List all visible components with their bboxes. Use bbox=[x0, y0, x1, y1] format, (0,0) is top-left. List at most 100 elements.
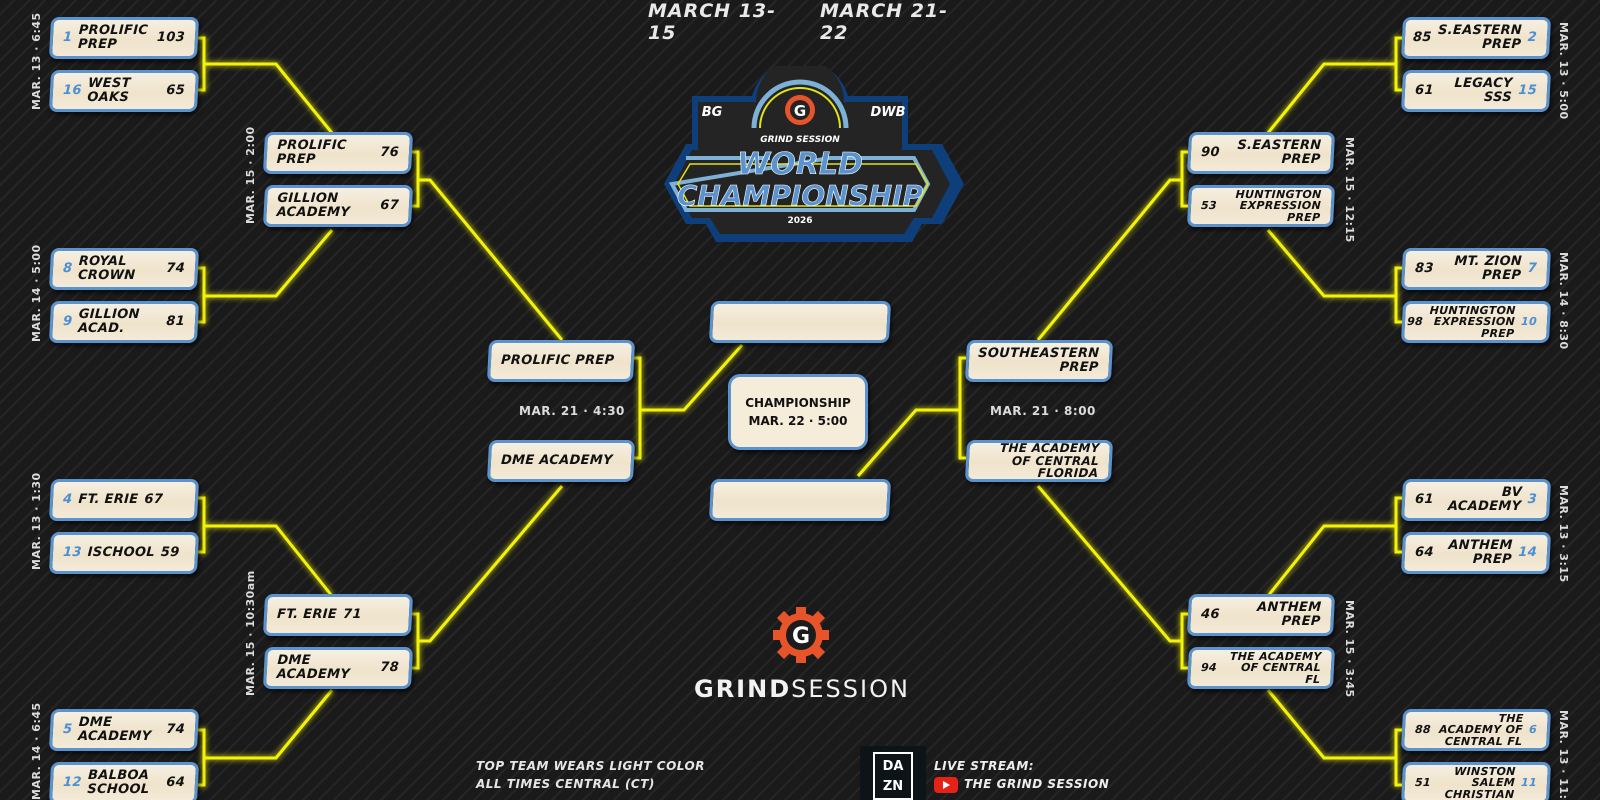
dazn-text-top: DA bbox=[882, 759, 904, 774]
svg-text:G: G bbox=[794, 102, 806, 120]
svg-text:GRIND SESSION: GRIND SESSION bbox=[760, 135, 840, 145]
score: 88 bbox=[1414, 723, 1432, 737]
dazn-text-bottom: ZN bbox=[882, 779, 904, 794]
team-slot[interactable]: 90 S.EASTERN PREP bbox=[1186, 132, 1336, 174]
team-slot[interactable]: 4 FT. ERIE 67 bbox=[48, 479, 200, 521]
championship-box: CHAMPIONSHIP MAR. 22 · 5:00 bbox=[728, 374, 868, 450]
score: 85 bbox=[1412, 30, 1433, 46]
wordmark-grind: GRIND bbox=[694, 675, 792, 703]
team-slot[interactable]: 13 ISCHOOL 59 bbox=[48, 532, 200, 574]
score: 64 bbox=[1414, 545, 1435, 561]
team-slot[interactable]: 98 HUNTINGTON EXPRESSION PREP 10 bbox=[1400, 301, 1552, 343]
team-slot[interactable]: 94 THE ACADEMY OF CENTRAL FL bbox=[1186, 647, 1336, 689]
score: 59 bbox=[160, 545, 180, 561]
team-slot[interactable]: 5 DME ACADEMY 74 bbox=[48, 709, 200, 751]
team-name: S.EASTERN PREP bbox=[1437, 23, 1523, 52]
score: 74 bbox=[165, 261, 186, 277]
team-name: DME ACADEMY bbox=[77, 715, 152, 744]
team-name: ANTHEM PREP bbox=[1256, 600, 1322, 629]
team-slot[interactable]: 64 ANTHEM PREP 14 bbox=[1400, 532, 1552, 574]
score: 71 bbox=[342, 607, 363, 623]
team-name: HUNTINGTON EXPRESSION PREP bbox=[1235, 187, 1322, 224]
seed: 12 bbox=[62, 775, 83, 791]
team-name: GILLION ACADEMY bbox=[276, 191, 351, 220]
team-slot[interactable]: 46 ANTHEM PREP bbox=[1186, 594, 1336, 636]
team-slot[interactable]: 16 WEST OAKS 65 bbox=[48, 70, 200, 112]
team-name: HUNTINGTON EXPRESSION PREP bbox=[1429, 303, 1517, 340]
dazn-logo[interactable]: DA ZN bbox=[860, 746, 926, 800]
grind-session-gear-icon: G bbox=[773, 607, 829, 663]
seed: 9 bbox=[62, 314, 73, 330]
team-slot[interactable]: PROLIFIC PREP bbox=[486, 340, 636, 382]
team-slot[interactable]: 61 BV ACADEMY 3 bbox=[1400, 479, 1552, 521]
game-time-label: MAR. 15 · 3:45 bbox=[1343, 600, 1356, 698]
team-name: DME ACADEMY bbox=[276, 653, 351, 682]
score: 51 bbox=[1414, 776, 1432, 790]
team-name: ROYAL CROWN bbox=[77, 254, 136, 283]
team-slot[interactable]: PROLIFIC PREP 76 bbox=[262, 132, 414, 174]
game-time-label: MAR. 14 · 6:45 bbox=[30, 702, 43, 800]
score: 64 bbox=[165, 775, 186, 791]
score: 67 bbox=[143, 492, 164, 508]
team-name: PROLIFIC PREP bbox=[276, 138, 348, 167]
team-slot[interactable]: GILLION ACADEMY 67 bbox=[262, 185, 414, 227]
team-slot[interactable]: DME ACADEMY 78 bbox=[262, 647, 414, 689]
team-slot[interactable]: 8 ROYAL CROWN 74 bbox=[48, 248, 200, 290]
team-slot[interactable]: FT. ERIE 71 bbox=[262, 594, 414, 636]
header-dates: MARCH 13-15 MARCH 21-22 bbox=[648, 0, 958, 44]
team-slot[interactable]: DME ACADEMY bbox=[486, 440, 636, 482]
grind-session-logo: G GRINDSESSION bbox=[694, 605, 908, 703]
seed: 16 bbox=[62, 83, 83, 99]
score: 98 bbox=[1406, 315, 1424, 329]
game-time-label: MAR. 15 · 10:30am bbox=[244, 570, 257, 696]
score: 78 bbox=[379, 660, 400, 676]
team-slot[interactable]: 61 LEGACY SSS 15 bbox=[1400, 70, 1552, 112]
team-slot[interactable]: THE ACADEMY OF CENTRAL FLORIDA bbox=[964, 440, 1114, 482]
game-time-label: MAR. 13 · 1:30 bbox=[30, 472, 43, 570]
game-time-label: MAR. 14 · 5:00 bbox=[30, 244, 43, 342]
seed: 3 bbox=[1527, 492, 1538, 508]
seed: 1 bbox=[62, 30, 73, 46]
svg-text:WORLD: WORLD bbox=[737, 147, 863, 182]
timezone-note: ALL TIMES CENTRAL (CT) bbox=[476, 777, 655, 791]
team-slot[interactable]: 88 THE ACADEMY OF CENTRAL FL 6 bbox=[1400, 709, 1552, 751]
dwb-tag: DWB bbox=[870, 105, 905, 120]
team-name: FT. ERIE bbox=[77, 492, 139, 508]
youtube-link[interactable]: THE GRIND SESSION bbox=[934, 775, 1109, 793]
footnotes: TOP TEAM WEARS LIGHT COLOR ALL TIMES CEN… bbox=[476, 757, 705, 793]
finalist-slot-bottom[interactable] bbox=[708, 479, 892, 521]
score: 61 bbox=[1414, 492, 1435, 508]
score: 65 bbox=[165, 83, 186, 99]
team-name: BV ACADEMY bbox=[1447, 485, 1523, 514]
game-time-label: MAR. 13 · 11:45am bbox=[1557, 710, 1570, 800]
team-name: ANTHEM PREP bbox=[1447, 538, 1514, 567]
score: 76 bbox=[379, 145, 400, 161]
team-slot[interactable]: 51 WINSTON SALEM CHRISTIAN 11 bbox=[1400, 762, 1552, 800]
team-slot[interactable]: SOUTHEASTERN PREP bbox=[964, 340, 1114, 382]
team-name: FT. ERIE bbox=[276, 607, 338, 623]
game-time-label: MAR. 15 · 2:00 bbox=[244, 126, 257, 224]
team-name: S.EASTERN PREP bbox=[1237, 138, 1322, 167]
team-slot[interactable]: 9 GILLION ACAD. 81 bbox=[48, 301, 200, 343]
team-name: GILLION ACAD. bbox=[77, 307, 141, 336]
world-championship-logo: G BG DWB GRIND SESSION WORLD CHAMPIONSHI… bbox=[632, 58, 968, 248]
team-slot[interactable]: 85 S.EASTERN PREP 2 bbox=[1400, 17, 1552, 59]
score: 94 bbox=[1200, 661, 1218, 675]
team-slot[interactable]: 12 BALBOA SCHOOL 64 bbox=[48, 762, 200, 800]
svg-text:2026: 2026 bbox=[787, 216, 812, 226]
finalist-slot-top[interactable] bbox=[708, 301, 892, 343]
team-slot[interactable]: 1 PROLIFIC PREP 103 bbox=[48, 17, 200, 59]
score: 74 bbox=[165, 722, 186, 738]
score: 103 bbox=[156, 30, 186, 46]
game-time-label: MAR. 15 · 12:15 bbox=[1343, 137, 1356, 243]
seed: 5 bbox=[62, 722, 73, 738]
team-slot[interactable]: 53 HUNTINGTON EXPRESSION PREP bbox=[1186, 185, 1336, 227]
score: 83 bbox=[1414, 261, 1435, 277]
round1-dates: MARCH 13-15 bbox=[648, 0, 777, 44]
seed: 8 bbox=[62, 261, 73, 277]
team-slot[interactable]: 83 MT. ZION PREP 7 bbox=[1400, 248, 1552, 290]
team-name: ISCHOOL bbox=[87, 545, 156, 561]
youtube-channel-name: THE GRIND SESSION bbox=[964, 777, 1110, 791]
team-name: SOUTHEASTERN PREP bbox=[977, 346, 1100, 375]
seed: 4 bbox=[62, 492, 73, 508]
